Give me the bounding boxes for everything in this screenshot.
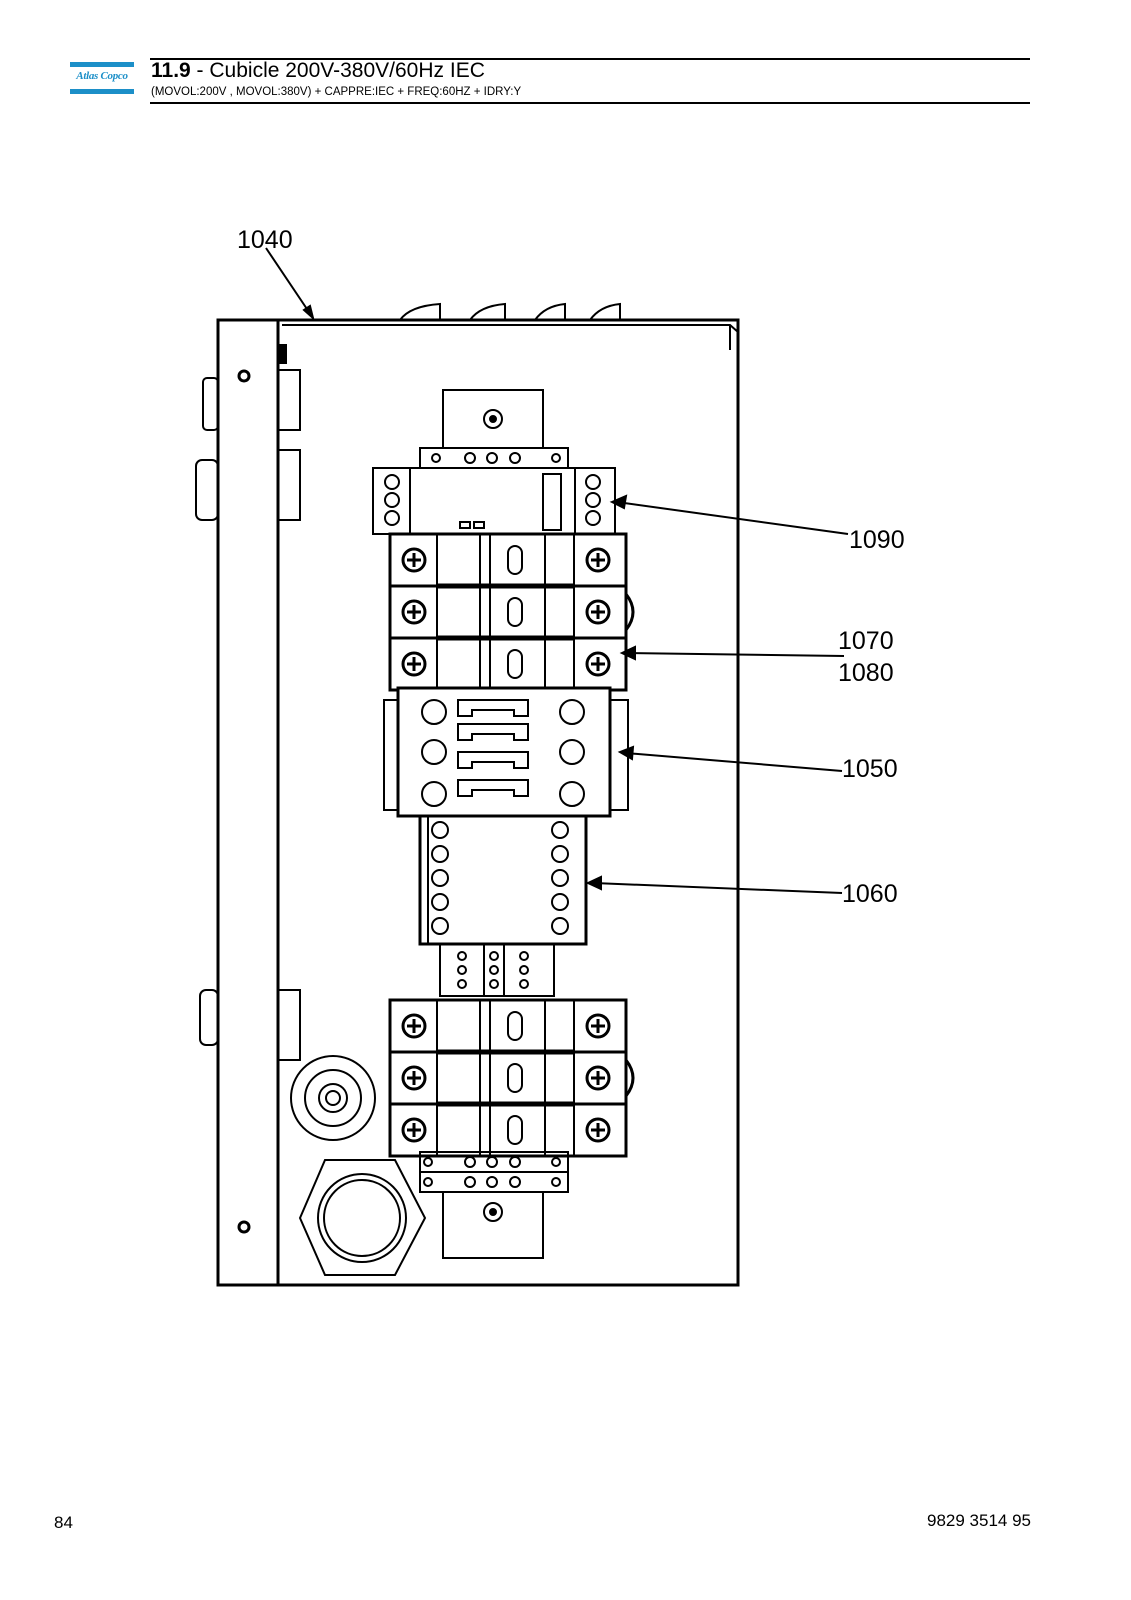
callout-1080: 1080 (838, 659, 894, 687)
page-number: 84 (54, 1513, 73, 1532)
callout-1050: 1050 (842, 755, 898, 783)
callouts: 1040 1090 1070 1080 1050 1060 (237, 226, 905, 908)
breaker-pole (388, 583, 628, 640)
din-rail-bottom (442, 1191, 544, 1259)
cooling-fins (399, 302, 621, 321)
cable-gland-small (290, 1055, 376, 1141)
breaker-pole (388, 635, 628, 692)
callout-1060: 1060 (842, 880, 898, 908)
page-subtitle: (MOVOL:200V , MOVOL:380V) + CAPPRE:IEC +… (151, 86, 522, 98)
breaker-pole (388, 1101, 628, 1158)
breaker-pole (388, 1049, 628, 1106)
leader-lines (265, 247, 849, 894)
contactor-1050 (383, 686, 629, 818)
logo-bar-top (70, 62, 134, 67)
breakers-upper (388, 532, 635, 692)
callout-1040: 1040 (237, 226, 293, 254)
header-rule-bottom (150, 102, 1030, 104)
page-title: 11.9 - Cubicle 200V-380V/60Hz IEC (151, 60, 485, 82)
header-rule-top (150, 58, 1030, 60)
breaker-pole (388, 532, 628, 588)
atlas-copco-logo: Atlas Copco (70, 62, 134, 94)
document-number: 9829 3514 95 (927, 1511, 1031, 1530)
terminal-strip-middle (439, 943, 555, 997)
breakers-lower (388, 998, 635, 1158)
logo-text: Atlas Copco (76, 70, 128, 82)
side-glands (195, 369, 301, 1061)
callout-1070: 1070 (838, 627, 894, 655)
section-title: - Cubicle 200V-380V/60Hz IEC (190, 59, 485, 82)
cable-gland-large (298, 1159, 427, 1276)
overload-relay-1060 (418, 814, 588, 946)
section-number: 11.9 (151, 59, 191, 82)
logo-bar-bottom (70, 89, 134, 94)
breaker-pole (388, 998, 628, 1054)
relay-1090 (372, 467, 616, 535)
callout-1090: 1090 (849, 526, 905, 554)
